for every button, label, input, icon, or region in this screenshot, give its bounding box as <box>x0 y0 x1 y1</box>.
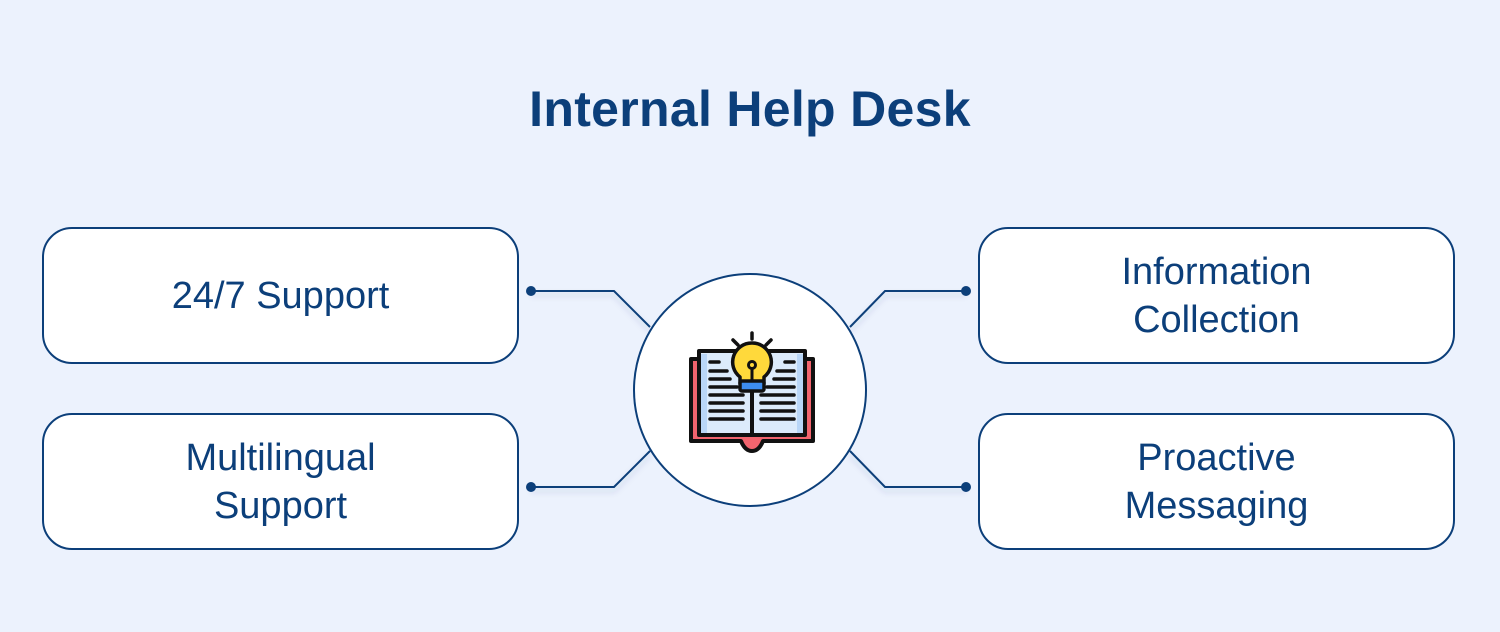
feature-label: 24/7 Support <box>171 274 390 317</box>
connector-dot <box>961 482 971 492</box>
feature-label: Multilingual <box>185 436 376 479</box>
feature-box-proactive-messaging: Proactive Messaging <box>978 413 1455 550</box>
feature-box-multilingual-support: Multilingual Support <box>42 413 519 550</box>
feature-label: Information <box>1121 250 1312 293</box>
feature-label: Support <box>213 484 348 527</box>
central-hub <box>633 273 867 507</box>
feature-label: Collection <box>1133 298 1300 341</box>
connector-top-left <box>531 290 651 328</box>
connector-dot <box>526 286 536 296</box>
feature-box-information-collection: Information Collection <box>978 227 1455 364</box>
connector-bottom-right <box>849 450 966 488</box>
feature-box-24-7-support: 24/7 Support <box>42 227 519 364</box>
book-lightbulb-icon <box>689 331 815 453</box>
feature-label: Messaging <box>1124 484 1309 527</box>
connector-dot <box>961 286 971 296</box>
connector-top-right <box>849 290 966 328</box>
connector-dot <box>526 482 536 492</box>
diagram-title: Internal Help Desk <box>529 81 971 137</box>
connector-bottom-left <box>531 450 651 488</box>
feature-label: Proactive <box>1137 436 1296 479</box>
